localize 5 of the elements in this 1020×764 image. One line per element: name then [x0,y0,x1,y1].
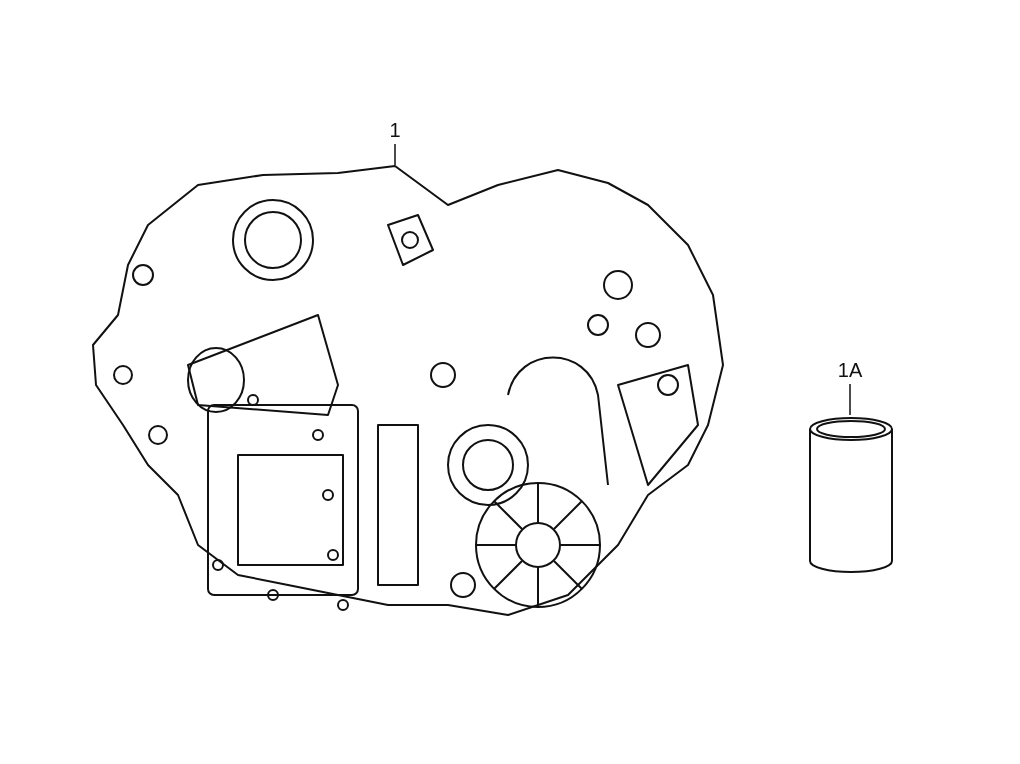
callout-number: 1A [830,358,870,384]
can-drawing [806,415,896,575]
leader-line [849,383,851,416]
callout-number: 1 [380,118,410,144]
leader-line [394,143,396,166]
